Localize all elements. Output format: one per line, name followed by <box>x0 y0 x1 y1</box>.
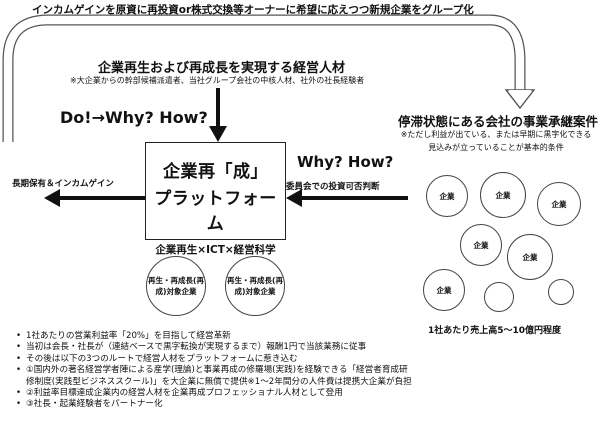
bullet-item: ③社長・起業経験者をパートナー化 <box>14 399 414 411</box>
do-why-how-label: Do!→Why? How? <box>60 108 208 127</box>
company-circle: 企業 <box>426 175 468 217</box>
company-circle-small <box>548 279 574 305</box>
stagnant-note-line1: ※ただし利益が出ている、または早期に黒字化できる <box>400 130 592 139</box>
company-circle: 企業 <box>423 269 465 311</box>
company-circle: 企業 <box>507 234 553 280</box>
talent-down-arrow <box>209 126 227 142</box>
committee-label: 委員会での投資可否判断 <box>286 182 380 192</box>
stagnant-note: ※ただし利益が出ている、または早期に黒字化できる 見込みが立っていることが基本的… <box>396 128 596 154</box>
company-circle-small <box>484 282 514 312</box>
target-company-circle: 再生・再成長(再 成)対象企業 <box>225 256 285 316</box>
stagnant-title: 停滞状態にある会社の事業承継案件 <box>398 114 599 129</box>
company-circle: 企業 <box>460 224 502 266</box>
bullet-item: ①国内外の著名経営学者陣による産学(理論)と事業再成の修羅場(実践)を経験できる… <box>14 365 414 388</box>
platform-box: 企業再「成」 プラットフォーム 企業再生×ICT×経営科学 <box>145 142 286 256</box>
target-circle-text: 再生・再成長(再 <box>227 276 283 285</box>
platform-line1: 企業再「成」 <box>163 162 268 182</box>
bullet-list: 1社あたりの営業利益率「20%」を目指して経営革新 当初は会長・社長が（連結ベー… <box>14 331 414 411</box>
top-caption: インカムゲインを原資に再投資or株式交換等オーナーに希望に応えつつ新規企業をグル… <box>32 4 474 16</box>
why-how-right-label: Why? How? <box>297 153 394 171</box>
bullet-item: ②利益率目標達成企業内の経営人材を企業再成プロフェッショナル人材として登用 <box>14 388 414 400</box>
target-company-circle: 再生・再成長(再 成)対象企業 <box>146 256 206 316</box>
stagnant-note-line2: 見込みが立っていることが基本的条件 <box>428 143 564 152</box>
right-in-arrow <box>286 189 302 207</box>
left-out-arrow <box>44 189 60 207</box>
bullet-item: 1社あたりの営業利益率「20%」を目指して経営革新 <box>14 331 414 343</box>
platform-line2: プラットフォーム <box>154 189 277 234</box>
bullet-item: その後は以下の3つのルートで経営人材をプラットフォームに惹き込む <box>14 354 414 366</box>
target-circle-text: 成)対象企業 <box>234 287 276 296</box>
company-circle: 企業 <box>480 172 526 218</box>
per-company-revenue: 1社あたり売上高5〜10億円程度 <box>428 326 562 336</box>
platform-line3: 企業再生×ICT×経営科学 <box>155 244 276 256</box>
talent-title: 企業再生および再成長を実現する経営人材 <box>98 61 346 76</box>
hold-income-label: 長期保有＆インカムゲイン <box>12 179 114 189</box>
target-circle-text: 再生・再成長(再 <box>148 276 204 285</box>
company-circle: 企業 <box>537 182 581 226</box>
target-circle-text: 成)対象企業 <box>155 287 197 296</box>
bullet-item: 当初は会長・社長が（連結ベースで黒字転換が実現するまで）報酬1円で当該業務に従事 <box>14 342 414 354</box>
talent-note: ※大企業からの幹部候補派遣者、当社グループ会社の中核人材、社外の社長経験者 <box>70 76 365 85</box>
